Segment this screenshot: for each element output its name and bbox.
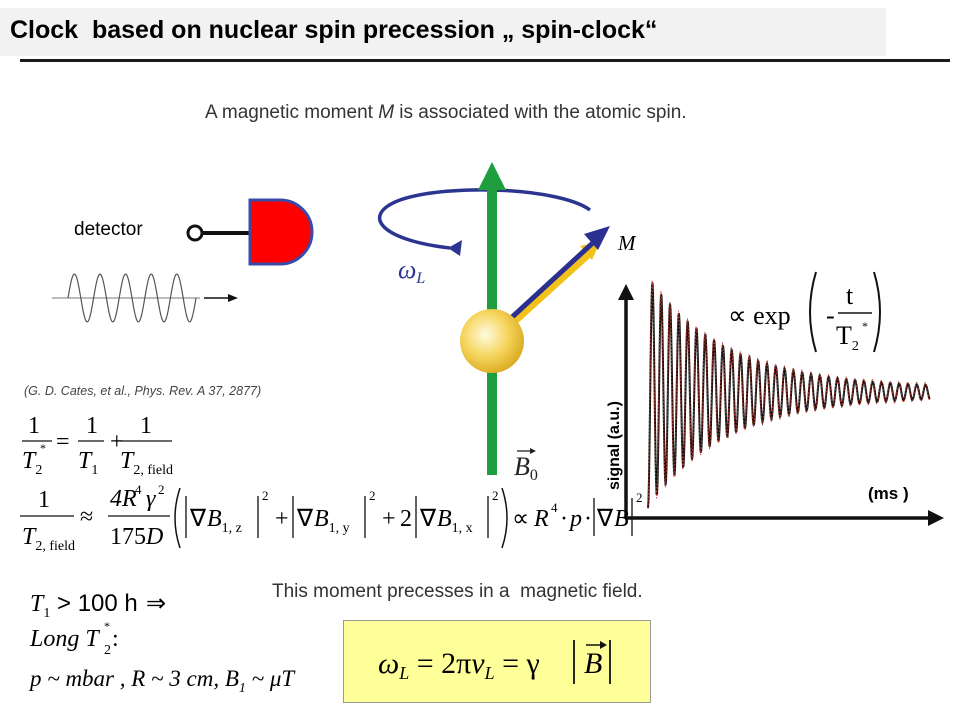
t1-condition: T1 > 100 h ⇒ xyxy=(30,590,166,621)
title-bar xyxy=(0,8,886,56)
svg-text:B1, y: B1, y xyxy=(314,506,350,536)
fit-prefix: ∝ exp xyxy=(728,301,791,330)
svg-text:⇒: ⇒ xyxy=(146,591,166,617)
svg-text:·: · xyxy=(584,506,592,532)
slide-title: Clock based on nuclear spin precession „… xyxy=(10,16,658,44)
omega-label: ωL xyxy=(398,255,425,287)
svg-text:Long T: Long T xyxy=(29,626,100,652)
moment-symbol: M xyxy=(378,102,395,123)
svg-text:1: 1 xyxy=(28,413,40,439)
svg-text:T1: T1 xyxy=(78,448,98,478)
b-label: B0 xyxy=(514,452,538,484)
svg-text:B1, z: B1, z xyxy=(207,506,242,536)
atom-sphere xyxy=(460,309,524,373)
svg-text:T2: T2 xyxy=(22,448,42,478)
svg-text:*: * xyxy=(104,619,110,633)
svg-text:∇: ∇ xyxy=(419,506,437,532)
svg-text:4: 4 xyxy=(135,482,142,497)
svg-text:1: 1 xyxy=(38,487,50,513)
signal-plot xyxy=(618,280,944,526)
m-label: M xyxy=(617,231,637,255)
svg-text:2: 2 xyxy=(104,643,111,658)
larmor-formula-box xyxy=(343,620,651,703)
x-axis-arrowhead xyxy=(928,510,944,526)
detector-icon xyxy=(186,198,314,266)
svg-text:1: 1 xyxy=(86,413,98,439)
svg-text:4R: 4R xyxy=(110,486,137,512)
svg-text:γ: γ xyxy=(146,486,156,512)
fit-minus: - xyxy=(826,301,835,330)
y-axis-arrowhead xyxy=(618,284,634,300)
svg-text:2: 2 xyxy=(262,488,269,503)
svg-text:≈: ≈ xyxy=(80,504,93,530)
moment-arrow xyxy=(496,226,610,332)
svg-text:2: 2 xyxy=(636,490,643,505)
fit-expression: ∝ exp - t T2 * xyxy=(728,271,881,354)
svg-text:T2, field: T2, field xyxy=(120,448,173,478)
svg-text:∝: ∝ xyxy=(512,506,529,532)
svg-text:T2, field: T2, field xyxy=(22,524,75,554)
moment-text-prefix: A magnetic moment xyxy=(205,102,379,123)
svg-text:∇: ∇ xyxy=(596,506,614,532)
svg-text:ωL = 2πνL = γ: ωL = 2πνL = γ xyxy=(378,647,540,683)
long-t2-condition: Long T 2 * : xyxy=(29,619,119,658)
svg-text:B1, x: B1, x xyxy=(437,506,473,536)
svg-text:∇: ∇ xyxy=(189,506,207,532)
svg-text:p: p xyxy=(568,506,582,532)
precession-orbit xyxy=(378,188,592,256)
plot-y-label: signal (a.u.) xyxy=(606,401,623,490)
reference-citation: (G. D. Cates, et al., Phys. Rev. A 37, 2… xyxy=(24,384,262,398)
svg-text:*: * xyxy=(40,441,46,455)
svg-text:1: 1 xyxy=(140,413,152,439)
svg-text:4: 4 xyxy=(551,500,558,515)
svg-text:∇: ∇ xyxy=(296,506,314,532)
svg-text:2: 2 xyxy=(492,488,499,503)
sine-wave-icon xyxy=(52,273,238,323)
svg-text::: : xyxy=(112,626,119,652)
svg-text:2: 2 xyxy=(369,488,376,503)
svg-text:2: 2 xyxy=(158,482,165,497)
moment-text-suffix: is associated with the atomic spin. xyxy=(394,102,687,123)
title-rule xyxy=(20,59,950,62)
svg-text:R: R xyxy=(533,506,549,532)
svg-text:p ~ mbar , R ~ 3 cm, B1 ~ μT: p ~ mbar , R ~ 3 cm, B1 ~ μT xyxy=(28,666,296,696)
detector-label: detector xyxy=(74,219,143,240)
larmor-formula: ωL = 2πνL = γ B xyxy=(378,640,611,684)
svg-text:2: 2 xyxy=(400,506,412,532)
fit-t: t xyxy=(846,281,854,310)
svg-text:B: B xyxy=(614,506,629,532)
svg-text:·: · xyxy=(560,506,568,532)
plot-x-unit: (ms ) xyxy=(868,484,909,503)
b0-label: B0 xyxy=(514,448,538,484)
svg-text:=: = xyxy=(56,429,70,455)
moment-sentence: A magnetic moment M is associated with t… xyxy=(205,102,687,124)
equation-field-gradient: 1 T2, field ≈ 4R 4 γ 2 175D ∇ B1, z 2 + … xyxy=(20,482,643,554)
svg-text:+: + xyxy=(382,506,396,532)
svg-text:+: + xyxy=(275,506,289,532)
svg-text:175D: 175D xyxy=(110,524,163,550)
svg-text:B: B xyxy=(584,647,602,680)
parameters-line: p ~ mbar , R ~ 3 cm, B1 ~ μT xyxy=(28,666,296,696)
svg-text:T1 > 100 h: T1 > 100 h xyxy=(30,590,138,621)
fit-star: * xyxy=(862,319,868,333)
fit-T: T2 xyxy=(836,321,859,354)
svg-text:+: + xyxy=(110,429,124,455)
precession-sentence: This moment precesses in a magnetic fiel… xyxy=(272,581,643,602)
equation-relaxation: 1 T2 * = 1 T1 + 1 T2, field xyxy=(22,413,173,478)
